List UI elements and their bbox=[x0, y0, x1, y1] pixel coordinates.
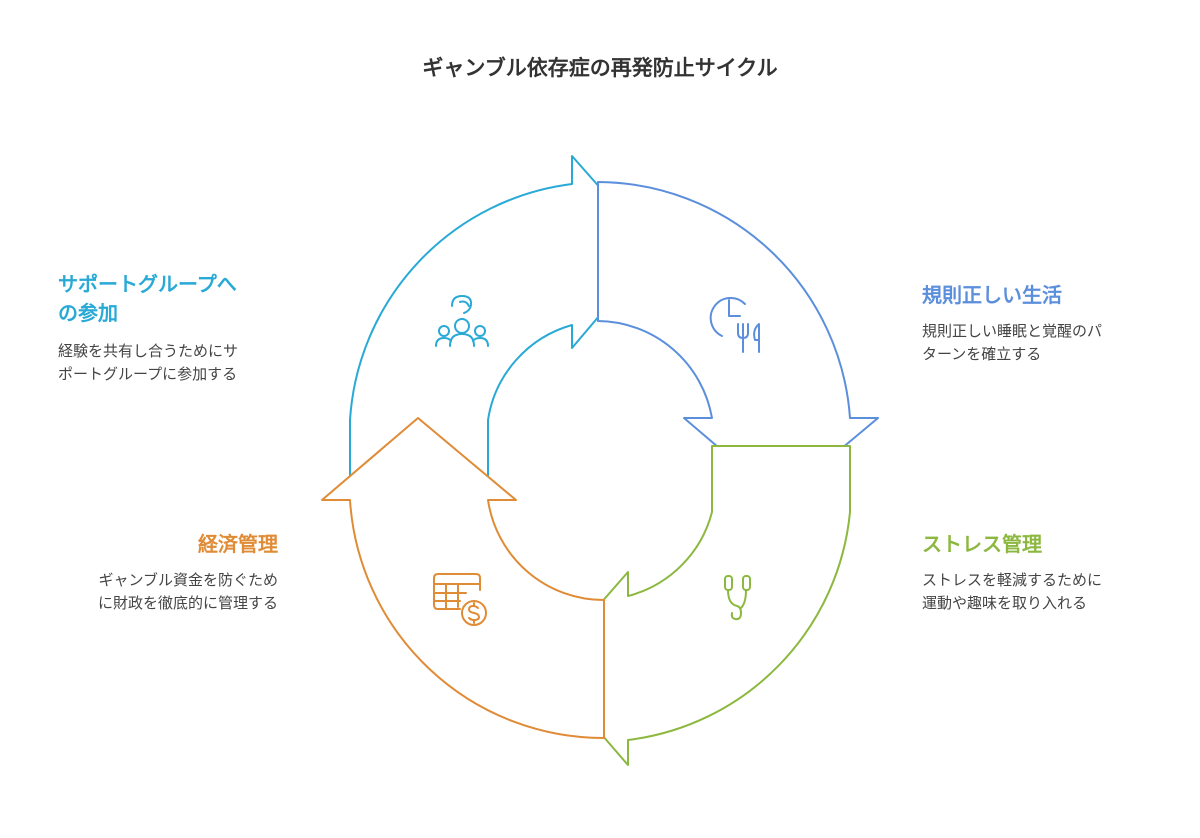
support-title-line1: サポートグループへ bbox=[58, 272, 237, 296]
stress-desc-line2: 運動や趣味を取り入れる bbox=[922, 594, 1088, 612]
stress-section-title: ストレス管理 bbox=[922, 532, 1042, 556]
stress-desc-line1: ストレスを軽減するために bbox=[922, 571, 1103, 589]
lifestyle-section-title: 規則正しい生活 bbox=[922, 283, 1062, 307]
support-desc-line2: ポートグループに参加する bbox=[58, 365, 238, 383]
support-title-line2: の参加 bbox=[58, 301, 118, 325]
lifestyle-section-desc: 規則正しい睡眠と覚醒のパ ターンを確立する bbox=[922, 320, 1102, 366]
finance-section-desc: ギャンブル資金を防ぐため に財政を徹底的に管理する bbox=[98, 569, 278, 615]
support-section-title: サポートグループへ の参加 bbox=[58, 270, 237, 328]
support-group-icon bbox=[435, 295, 489, 347]
budget-table-dollar-icon bbox=[433, 573, 487, 626]
finance-section-title: 経済管理 bbox=[198, 532, 278, 556]
lifestyle-desc-line1: 規則正しい睡眠と覚醒のパ bbox=[922, 322, 1103, 340]
page-title: ギャンブル依存症の再発防止サイクル bbox=[422, 56, 778, 80]
lifestyle-desc-line2: ターンを確立する bbox=[922, 345, 1042, 363]
clock-utensils-icon bbox=[709, 297, 760, 353]
stress-arrow bbox=[543, 445, 851, 766]
finance-desc-line1: ギャンブル資金を防ぐため bbox=[98, 571, 278, 589]
support-arrow bbox=[349, 155, 656, 479]
lifestyle-arrow bbox=[597, 181, 879, 501]
support-section-desc: 経験を共有し合うためにサ ポートグループに参加する bbox=[58, 340, 238, 386]
finance-arrow bbox=[321, 417, 605, 740]
finance-desc-line2: に財政を徹底的に管理する bbox=[97, 594, 278, 612]
support-desc-line1: 経験を共有し合うためにサ bbox=[58, 342, 239, 360]
jump-rope-icon bbox=[724, 575, 751, 621]
stress-section-desc: ストレスを軽減するために 運動や趣味を取り入れる bbox=[922, 569, 1102, 615]
